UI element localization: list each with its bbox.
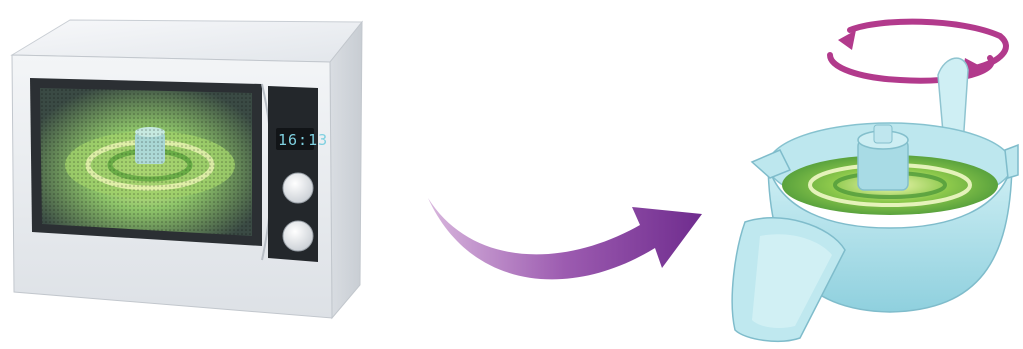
pasta-cooker	[732, 22, 1018, 342]
transfer-arrow	[428, 198, 702, 279]
microwave: 16:13	[12, 20, 362, 318]
display-time: 16:13	[278, 131, 328, 149]
power-knob[interactable]	[283, 221, 313, 251]
microwave-side	[330, 22, 362, 318]
timer-knob[interactable]	[283, 173, 313, 203]
rotation-arrow-icon	[830, 22, 1006, 81]
